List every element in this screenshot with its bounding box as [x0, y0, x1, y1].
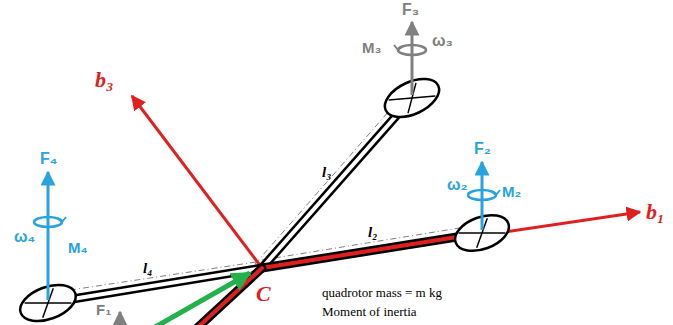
- spin-label: ω₄: [14, 228, 35, 246]
- force-label: F₃: [402, 1, 419, 19]
- thrust-and-spin-symbols: [34, 22, 500, 325]
- b3-axis: [132, 96, 262, 268]
- arm-length-label: l₂: [368, 224, 377, 241]
- quadrotor-arms: [48, 98, 482, 325]
- spin-label: ω₃: [432, 32, 453, 50]
- note-text: Moment of inertia: [322, 305, 417, 319]
- spin-label: ω₂: [447, 176, 468, 194]
- force-label: F₁: [96, 302, 111, 319]
- b1-axis: [262, 212, 640, 268]
- moment-label: M₂: [502, 184, 521, 201]
- moment-label: M₄: [68, 240, 88, 257]
- arm-length-label: l₄: [143, 260, 152, 277]
- force-label: F₄: [40, 150, 57, 168]
- arm-length-label: l₃: [322, 164, 331, 181]
- note-text: quadrotor mass = m kg: [322, 286, 442, 300]
- position-vector: [150, 273, 250, 325]
- force-label: F₂: [474, 140, 491, 158]
- axis-label: b₁: [646, 200, 665, 224]
- axis-label: b₃: [95, 68, 114, 92]
- moment-label: M₃: [362, 40, 381, 57]
- center-label: C: [256, 282, 271, 306]
- propellers: [15, 71, 514, 325]
